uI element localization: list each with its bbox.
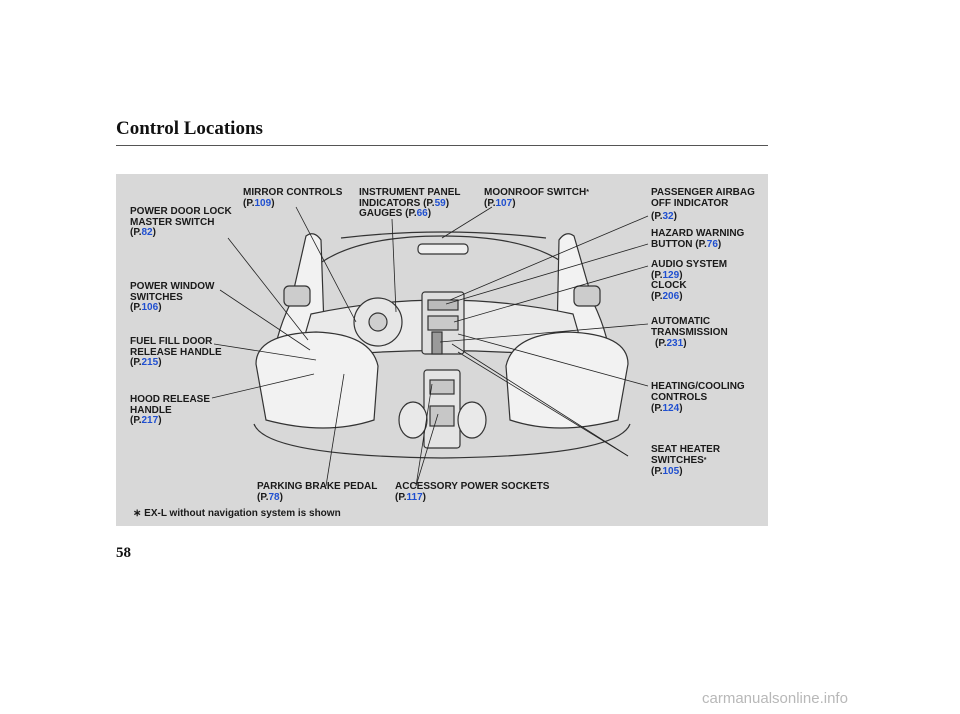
asterisk-icon: ∗ [133,508,142,519]
page-link-airbag[interactable]: 32 [662,211,674,222]
callout-instrument [391,218,397,313]
callout-seatheater-b [457,351,629,457]
page-link-seatheater[interactable]: 105 [662,466,680,477]
callout-accessory-b [415,413,439,487]
callout-mirror [295,206,357,323]
driver-seat [255,331,379,429]
label-seat-heater: SEAT HEATER SWITCHES* (P.105) [651,444,721,477]
page-link-mirror[interactable]: 109 [254,197,272,209]
callout-hazard [445,243,649,305]
callout-moonroof [441,206,493,239]
page-link-parking[interactable]: 78 [268,491,280,503]
right-rear-headrest [457,401,487,439]
label-automatic-transmission: AUTOMATIC TRANSMISSION (P.231) [651,316,728,349]
label-mirror-controls: MIRROR CONTROLS (P.109) [243,187,343,209]
callout-fuel [213,343,317,361]
page-link-hood[interactable]: 217 [141,415,159,426]
label-hazard-warning: HAZARD WARNING BUTTON (P.76) [651,228,745,250]
left-rear-headrest [398,401,428,439]
title-rule [116,145,768,146]
page-link-powerdoor[interactable]: 82 [141,227,153,238]
rearview-mirror [417,243,469,255]
page-link-clock[interactable]: 206 [662,290,680,302]
callout-airbag [449,215,649,301]
label-moonroof-switch: MOONROOF SWITCH* (P.107) [484,187,589,209]
label-hood-release: HOOD RELEASE HANDLE (P.217) [130,394,211,426]
page-link-hazard[interactable]: 76 [706,238,718,250]
windshield-top [340,231,547,239]
page-link-audio[interactable]: 129 [662,269,680,281]
right-side-mirror [573,285,601,307]
car-body-floor [253,423,631,459]
page-number: 58 [116,545,131,561]
label-passenger-airbag: PASSENGER AIRBAG OFF INDICATOR (P.32) [651,187,755,222]
page-link-moonroof[interactable]: 107 [495,197,513,209]
callout-powerwindow [219,289,311,351]
label-fuel-fill-door: FUEL FILL DOOR RELEASE HANDLE (P.215) [130,336,222,368]
callout-powerdoor [227,237,309,341]
page-link-fuel[interactable]: 215 [141,357,159,368]
label-parking-brake: PARKING BRAKE PEDAL (P.78) [257,481,378,503]
label-instrument-panel: INSTRUMENT PANEL INDICATORS (P.59) GAUGE… [359,187,461,219]
callout-parking [325,373,345,487]
watermark: carmanualsonline.info [702,690,848,707]
page-link-accessory[interactable]: 117 [406,491,423,503]
callout-heating [457,333,649,387]
page-link-gauges[interactable]: 66 [416,208,428,219]
callout-seatheater-a [451,343,629,457]
left-side-mirror [283,285,311,307]
footnote: ∗ EX-L without navigation system is show… [133,508,341,519]
callout-audio [453,265,649,323]
callout-automatic [439,323,649,343]
page-link-indicators[interactable]: 59 [434,197,446,209]
label-power-window: POWER WINDOW SWITCHES (P.106) [130,281,215,313]
label-audio-clock: AUDIO SYSTEM (P.129) CLOCK (P.206) [651,259,728,302]
label-power-door-lock: POWER DOOR LOCK MASTER SWITCH (P.82) [130,206,232,238]
page-link-automatic[interactable]: 231 [666,338,684,349]
diagram-panel [116,174,768,526]
page-title: Control Locations [116,118,263,139]
label-heating-cooling: HEATING/COOLING CONTROLS (P.124) [651,381,745,414]
car-interior-illustration [211,206,649,487]
label-accessory-sockets: ACCESSORY POWER SOCKETS (P.117) [395,481,550,503]
page-link-heating[interactable]: 124 [662,403,680,414]
callout-accessory-a [415,383,433,487]
shifter [431,331,443,355]
passenger-seat [505,331,629,429]
callout-hood [211,373,315,399]
page-link-powerwindow[interactable]: 106 [141,302,159,313]
